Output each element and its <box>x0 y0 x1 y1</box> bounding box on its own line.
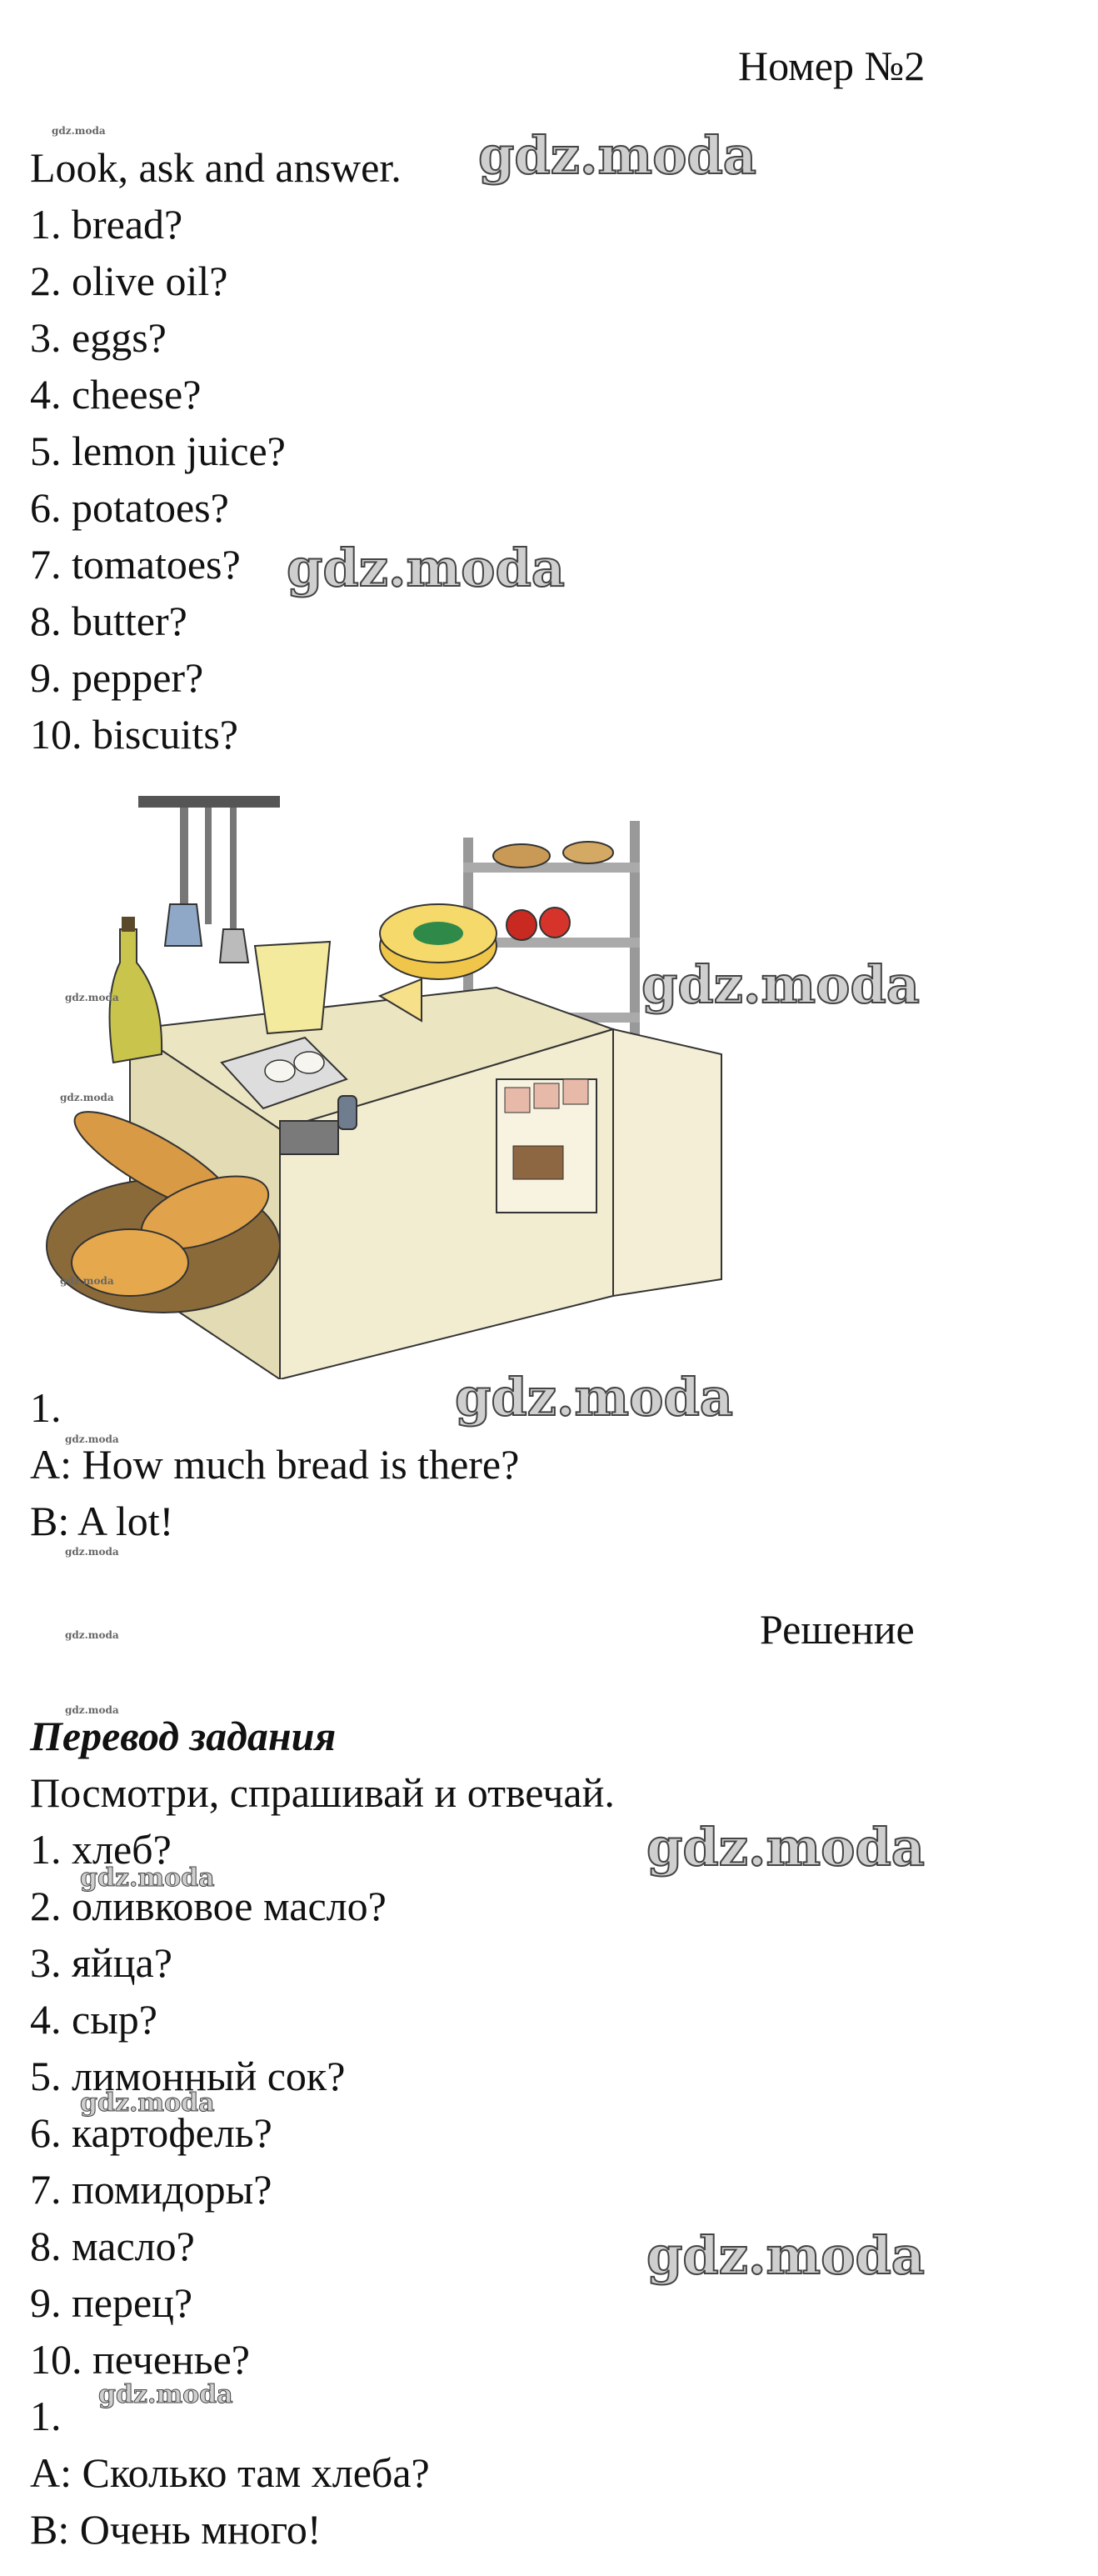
translation-item-6: 6. картофель? <box>30 2109 272 2156</box>
translation-item-8: 8. масло? <box>30 2223 195 2269</box>
translation-instruction: Посмотри, спрашивай и отвечай. <box>30 1769 615 1816</box>
translation-example-question: А: Сколько там хлеба? <box>30 2449 430 2496</box>
watermark: gdz.moda <box>65 1629 119 1641</box>
task-item-4: 4. cheese? <box>30 371 202 418</box>
translation-example-answer: В: Очень много! <box>30 2506 322 2553</box>
cheese-icon <box>377 903 497 1023</box>
watermark: gdz.moda <box>454 1366 734 1428</box>
watermark: gdz.moda <box>60 1092 114 1103</box>
example-number: 1. <box>30 1384 62 1431</box>
solution-label: Решение <box>760 1606 915 1653</box>
olive-oil-bottle-icon <box>108 917 163 1064</box>
watermark: gdz.moda <box>65 1433 119 1445</box>
watermark: gdz.moda <box>641 953 921 1016</box>
watermark: gdz.moda <box>65 1546 119 1558</box>
task-instruction: Look, ask and answer. <box>30 144 402 191</box>
eggs-icon <box>220 1036 348 1110</box>
pepper-shaker-icon <box>279 1095 357 1155</box>
watermark: gdz.moda <box>65 1704 119 1716</box>
watermark: gdz.moda <box>646 2224 926 2287</box>
bread-basket-icon <box>46 1111 281 1313</box>
translation-example-number: 1. <box>30 2393 62 2439</box>
watermark: gdz.moda <box>80 2088 216 2118</box>
jug-icon <box>253 940 332 1035</box>
translation-item-5: 5. лимонный сок? <box>30 2053 346 2099</box>
task-item-2: 2. olive oil? <box>30 258 228 304</box>
translation-item-3: 3. яйца? <box>30 1939 172 1986</box>
translation-item-10: 10. печенье? <box>30 2336 250 2383</box>
translation-item-9: 9. перец? <box>30 2279 193 2326</box>
task-item-7: 7. tomatoes? <box>30 541 241 588</box>
watermark: gdz.moda <box>60 1275 114 1287</box>
task-item-3: 3. eggs? <box>30 314 167 361</box>
translation-item-1: 1. хлеб? <box>30 1826 172 1873</box>
task-item-5: 5. lemon juice? <box>30 428 286 474</box>
watermark: gdz.moda <box>286 537 566 599</box>
page-number-title: Номер №2 <box>738 43 926 89</box>
watermark: gdz.moda <box>477 124 757 187</box>
watermark: gdz.moda <box>65 992 119 1003</box>
utensil-rail-icon <box>138 796 280 963</box>
watermark: gdz.moda <box>98 2380 234 2410</box>
example-question: A: How much bread is there? <box>30 1441 520 1488</box>
task-item-9: 9. pepper? <box>30 654 204 701</box>
task-item-8: 8. butter? <box>30 598 187 644</box>
translation-item-7: 7. помидоры? <box>30 2166 272 2213</box>
translation-title: Перевод задания <box>30 1713 337 1759</box>
task-item-10: 10. biscuits? <box>30 711 238 758</box>
example-answer: B: A lot! <box>30 1498 174 1544</box>
watermark: gdz.moda <box>646 1816 926 1878</box>
task-item-6: 6. potatoes? <box>30 484 229 531</box>
task-item-1: 1. bread? <box>30 201 183 248</box>
kitchen-illustration <box>46 796 722 1379</box>
watermark: gdz.moda <box>80 1863 216 1893</box>
translation-item-4: 4. сыр? <box>30 1996 157 2043</box>
translation-item-2: 2. оливковое масло? <box>30 1883 387 1929</box>
watermark: gdz.moda <box>52 125 106 137</box>
